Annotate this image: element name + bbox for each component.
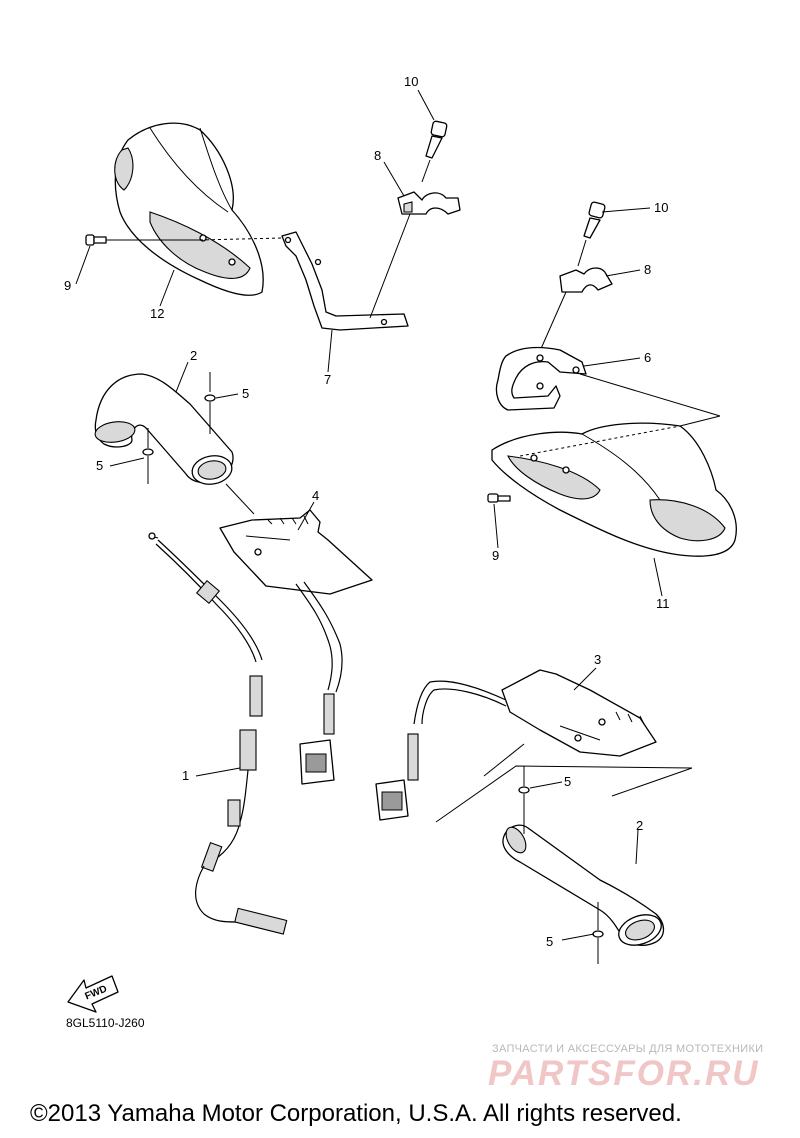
callout-5-b: 5	[96, 458, 103, 473]
callout-8-left: 8	[374, 148, 381, 163]
screw-9-left	[85, 234, 107, 246]
callout-3: 3	[594, 652, 601, 667]
callout-10-right: 10	[654, 200, 668, 215]
callout-12: 12	[150, 306, 164, 321]
callout-5-c: 5	[564, 774, 571, 789]
heater-element-3	[375, 669, 657, 821]
clamp-8-right	[559, 267, 613, 293]
bolt-10-left	[421, 120, 448, 183]
leader-lines	[75, 89, 663, 941]
callout-2-left: 2	[190, 348, 197, 363]
rivet-5-c	[518, 766, 530, 834]
callout-5-d: 5	[546, 934, 553, 949]
callout-11: 11	[656, 596, 670, 611]
rivet-5-a	[204, 372, 216, 434]
callout-9-left: 9	[64, 278, 71, 293]
clamp-8-left	[397, 191, 461, 215]
rivet-5-d	[592, 902, 604, 964]
bracket-7	[281, 231, 409, 331]
hand-guard-left	[114, 122, 264, 296]
watermark-tagline: ЗАПЧАСТИ И АКСЕССУАРЫ ДЛЯ МОТОТЕХНИКИ	[492, 1043, 764, 1055]
bolt-10-right	[583, 201, 606, 239]
screw-9-right	[487, 493, 511, 503]
callout-4: 4	[312, 488, 319, 503]
callout-8-right: 8	[644, 262, 651, 277]
rivet-5-b	[142, 428, 154, 484]
diagram-code: 8GL5110-J260	[66, 1016, 145, 1030]
watermark-logo: PARTSFOR.RU	[488, 1054, 760, 1093]
callout-2-right: 2	[636, 818, 643, 833]
callout-6: 6	[644, 350, 651, 365]
callout-10-left: 10	[404, 74, 418, 89]
grip-2-left	[94, 373, 234, 485]
bracket-6	[495, 346, 587, 411]
heater-element-4	[219, 509, 373, 785]
callout-7: 7	[324, 372, 331, 387]
callout-9-right: 9	[492, 548, 499, 563]
grip-2-right	[502, 824, 665, 947]
callout-labels: 10 8 9 12 7 10 8 6 2 5 5 4 9 11 3 1 5 2 …	[64, 74, 670, 949]
hand-guard-right	[491, 422, 737, 557]
fwd-arrow-icon: FWD	[67, 975, 119, 1013]
copyright-notice: ©2013 Yamaha Motor Corporation, U.S.A. A…	[30, 1100, 682, 1127]
callout-1: 1	[182, 768, 189, 783]
callout-5-a: 5	[242, 386, 249, 401]
wire-harness-1	[148, 532, 288, 935]
